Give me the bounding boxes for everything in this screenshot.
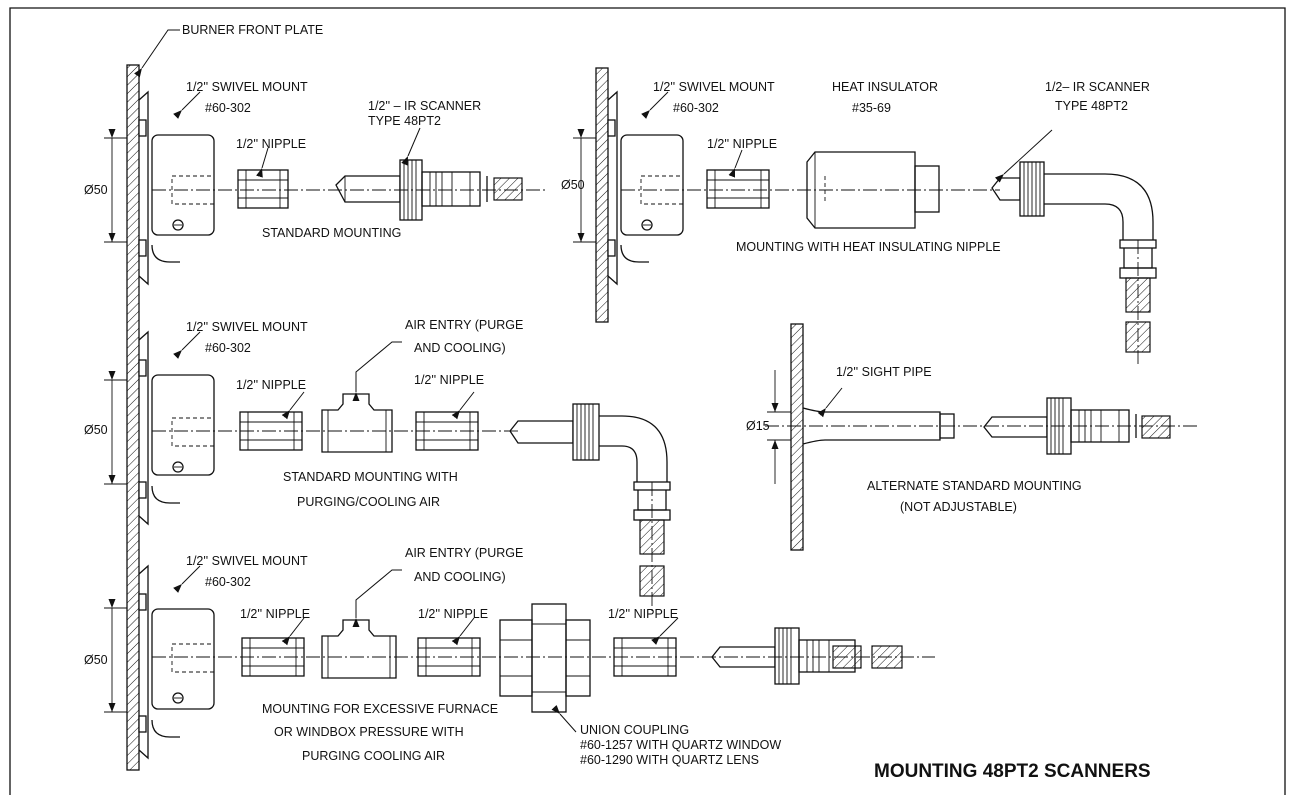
- air-entry-label-1a: AIR ENTRY (PURGE: [405, 318, 523, 332]
- ir-scanner-alt-label-a: 1/2– IR SCANNER: [1045, 80, 1150, 94]
- air-entry-label-2a: AIR ENTRY (PURGE: [405, 546, 523, 560]
- leaders-row1-left: [173, 91, 421, 178]
- union-part-label-1: #60-1257 WITH QUARTZ WINDOW: [580, 738, 781, 752]
- ir-scanner-elbow-2: [509, 403, 671, 597]
- nipple-1: [237, 169, 289, 209]
- excessive-caption-2: OR WINDBOX PRESSURE WITH: [274, 725, 464, 739]
- ir-scanner-label-1a: 1/2'' – IR SCANNER: [368, 99, 481, 113]
- nipple-label-1: 1/2'' NIPPLE: [236, 137, 306, 151]
- diameter-dimension-1: [104, 129, 127, 243]
- leaders-row2-left: [173, 331, 475, 420]
- leaders-row3: [173, 565, 679, 733]
- burner-front-plate: [126, 64, 140, 771]
- air-entry-label-2b: AND COOLING): [414, 570, 506, 584]
- nipple-label-6: 1/2'' NIPPLE: [418, 607, 488, 621]
- diameter-dimension-3: [104, 371, 127, 485]
- nipple-label-2: 1/2'' NIPPLE: [707, 137, 777, 151]
- heat-insulating-caption: MOUNTING WITH HEAT INSULATING NIPPLE: [736, 240, 1001, 254]
- heat-insulator-part-label: #35-69: [852, 101, 891, 115]
- diameter-dimension-2: [573, 129, 596, 243]
- sight-pipe-leader: [817, 387, 843, 418]
- swivel-mount-3: [138, 330, 215, 526]
- diameter-dimension-5: [104, 599, 127, 713]
- swivel-mount-label-2: 1/2'' SWIVEL MOUNT: [653, 80, 775, 94]
- dia-15-label: Ø15: [746, 419, 770, 433]
- swivel-mount-label-1: 1/2'' SWIVEL MOUNT: [186, 80, 308, 94]
- excessive-caption-3: PURGING COOLING AIR: [302, 749, 445, 763]
- tee-fitting-1: [321, 393, 393, 453]
- leaders-row1-right: [641, 91, 1053, 183]
- nipple-label-5: 1/2'' NIPPLE: [240, 607, 310, 621]
- ir-scanner-elbow-1: [991, 161, 1157, 353]
- nipple-2: [706, 169, 770, 209]
- swivel-mount-label-3: 1/2'' SWIVEL MOUNT: [186, 320, 308, 334]
- drawing-title: MOUNTING 48PT2 SCANNERS: [874, 761, 1151, 782]
- swivel-part-label-1: #60-302: [205, 101, 251, 115]
- nipple-label-4: 1/2'' NIPPLE: [414, 373, 484, 387]
- swivel-mount-5: [138, 564, 215, 760]
- dia-50-label-1: Ø50: [84, 183, 108, 197]
- swivel-part-label-3: #60-302: [205, 341, 251, 355]
- ir-scanner-3: [711, 627, 903, 685]
- air-entry-label-1b: AND COOLING): [414, 341, 506, 355]
- excessive-caption-1: MOUNTING FOR EXCESSIVE FURNACE: [262, 702, 498, 716]
- alt-mounting-caption-2: (NOT ADJUSTABLE): [900, 500, 1017, 514]
- union-coupling: [499, 603, 591, 713]
- alt-mounting-caption-1: ALTERNATE STANDARD MOUNTING: [867, 479, 1082, 493]
- burner-plate-leader: [134, 29, 180, 78]
- burner-front-plate-label: BURNER FRONT PLATE: [182, 23, 323, 37]
- drawing-frame: [9, 7, 1286, 795]
- heat-insulator-label: HEAT INSULATOR: [832, 80, 938, 94]
- std-purging-caption-2: PURGING/COOLING AIR: [297, 495, 440, 509]
- dia-50-label-3: Ø50: [84, 423, 108, 437]
- ir-scanner-alt-label-b: TYPE 48PT2: [1055, 99, 1128, 113]
- std-purging-caption-1: STANDARD MOUNTING WITH: [283, 470, 458, 484]
- union-part-label-2: #60-1290 WITH QUARTZ LENS: [580, 753, 759, 767]
- ir-scanner-label-1b: TYPE 48PT2: [368, 114, 441, 128]
- union-coupling-label: UNION COUPLING: [580, 723, 689, 737]
- sight-pipe-label: 1/2'' SIGHT PIPE: [836, 365, 932, 379]
- dia-50-label-2: Ø50: [561, 178, 585, 192]
- sight-pipe-plate: [790, 323, 955, 551]
- swivel-mount-1: [138, 90, 215, 286]
- swivel-part-label-5: #60-302: [205, 575, 251, 589]
- standard-mounting-caption: STANDARD MOUNTING: [262, 226, 401, 240]
- tee-fitting-2: [321, 619, 397, 679]
- swivel-part-label-2: #60-302: [673, 101, 719, 115]
- nipple-label-3: 1/2'' NIPPLE: [236, 378, 306, 392]
- swivel-mount-label-5: 1/2'' SWIVEL MOUNT: [186, 554, 308, 568]
- nipple-label-7: 1/2'' NIPPLE: [608, 607, 678, 621]
- dia-50-label-5: Ø50: [84, 653, 108, 667]
- diameter-dimension-4: [767, 370, 791, 484]
- burner-plate-2: [595, 67, 684, 323]
